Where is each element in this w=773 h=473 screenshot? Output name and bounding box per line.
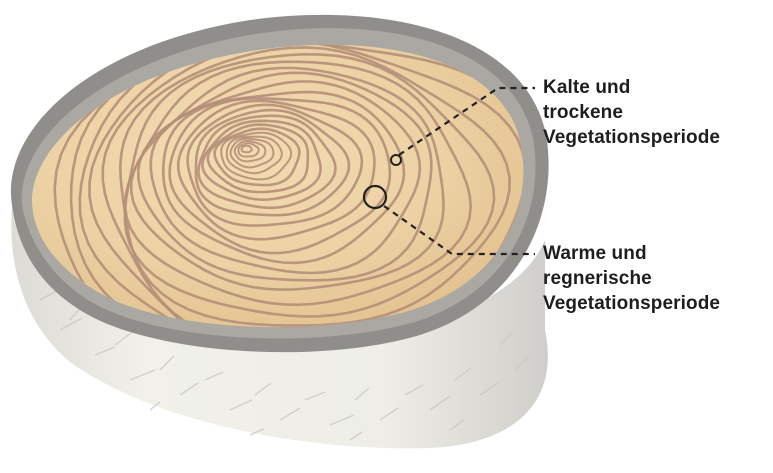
label-line: Kalte und <box>543 75 720 100</box>
label-cold-dry-season: Kalte und trockene Vegetationsperiode <box>543 75 720 150</box>
label-line: regnerische <box>543 266 720 291</box>
label-line: trockene <box>543 100 720 125</box>
label-warm-wet-season: Warme und regnerische Vegetationsperiode <box>543 241 720 316</box>
label-line: Warme und <box>543 241 720 266</box>
label-line: Vegetationsperiode <box>543 125 720 150</box>
label-line: Vegetationsperiode <box>543 291 720 316</box>
